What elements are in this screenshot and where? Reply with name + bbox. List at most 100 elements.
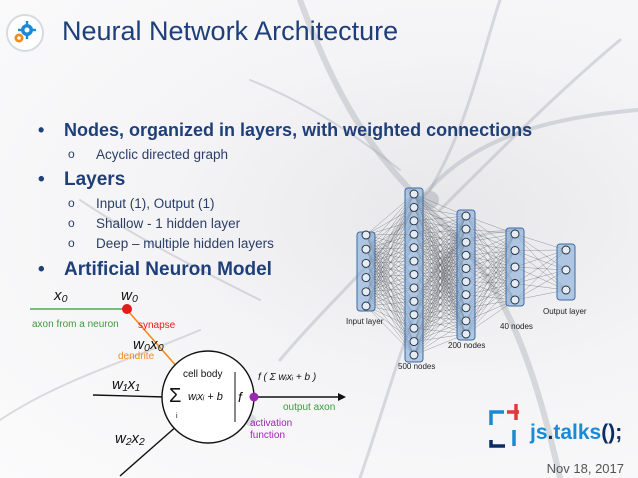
bullet-nodes: • Nodes, organized in layers, with weigh… bbox=[38, 120, 533, 141]
brand-paren: (); bbox=[601, 421, 623, 444]
activation-f: f bbox=[238, 389, 244, 405]
network-node bbox=[409, 229, 419, 239]
sub-bullet-label: Deep – multiple hidden layers bbox=[96, 236, 274, 251]
network-node bbox=[510, 295, 520, 305]
network-node bbox=[409, 243, 419, 253]
network-node bbox=[409, 189, 419, 199]
brand-js: js bbox=[530, 421, 548, 444]
slide-date: Nov 18, 2017 bbox=[546, 461, 624, 476]
network-node bbox=[409, 296, 419, 306]
network-node bbox=[510, 262, 520, 272]
network-node bbox=[361, 273, 371, 283]
network-node bbox=[561, 265, 571, 275]
network-node bbox=[561, 245, 571, 255]
network-node bbox=[361, 258, 371, 268]
brand-dot: . bbox=[547, 421, 554, 444]
network-node bbox=[461, 237, 471, 247]
synapse-dot bbox=[122, 304, 132, 314]
network-node bbox=[409, 256, 419, 266]
network-node bbox=[409, 337, 419, 347]
network-node bbox=[361, 244, 371, 254]
network-node bbox=[409, 310, 419, 320]
sum-formula: wᵢxᵢ + b bbox=[188, 391, 223, 403]
sub-bullet-input-output: o Input (1), Output (1) bbox=[68, 196, 215, 211]
network-node bbox=[361, 230, 371, 240]
dendrite-line bbox=[127, 310, 179, 369]
w2x2-label: w₂x₂ bbox=[115, 430, 145, 447]
bullet-dot-icon: • bbox=[38, 259, 45, 280]
function-label: function bbox=[250, 430, 285, 441]
w1x1-label: w₁x₁ bbox=[112, 376, 140, 393]
bullet-neuron-model: • Artificial Neuron Model bbox=[38, 259, 272, 281]
output-layer-label: Output layer bbox=[543, 307, 587, 316]
circle-bullet-icon: o bbox=[68, 196, 75, 210]
gear-icon bbox=[14, 21, 36, 43]
network-node bbox=[461, 224, 471, 234]
network-node bbox=[409, 202, 419, 212]
hidden3-label: 40 nodes bbox=[500, 322, 533, 331]
network-node bbox=[409, 283, 419, 293]
circle-bullet-icon: o bbox=[68, 147, 75, 161]
activation-dot bbox=[249, 392, 259, 402]
network-node bbox=[409, 323, 419, 333]
network-node bbox=[461, 303, 471, 313]
w0x0-label: w₀x₀ bbox=[133, 336, 164, 353]
activation-label: activation bbox=[250, 418, 292, 429]
bullet-label: Artificial Neuron Model bbox=[64, 259, 272, 280]
network-node bbox=[461, 211, 471, 221]
output-axon-label: output axon bbox=[283, 402, 335, 413]
axon-label: axon from a neuron bbox=[32, 319, 119, 330]
hidden2-label: 200 nodes bbox=[448, 341, 485, 350]
bullet-label: Layers bbox=[64, 169, 126, 190]
layer-box bbox=[456, 209, 476, 341]
cell-body-label: cell body bbox=[183, 369, 222, 380]
bullet-dot-icon: • bbox=[38, 169, 45, 190]
network-node bbox=[361, 301, 371, 311]
circle-bullet-icon: o bbox=[68, 216, 75, 230]
dendrite-label: dendrite bbox=[118, 351, 155, 362]
circle-bullet-icon: o bbox=[68, 236, 75, 250]
sigma-symbol: Σ bbox=[169, 385, 181, 407]
network-node bbox=[461, 316, 471, 326]
brand-bracket-icon bbox=[489, 404, 519, 448]
bullet-layers: • Layers bbox=[38, 169, 126, 191]
gear-logo-icon bbox=[6, 14, 44, 52]
sub-bullet-acyclic: o Acyclic directed graph bbox=[68, 147, 229, 162]
brand-talks: talks bbox=[553, 421, 602, 444]
network-node bbox=[461, 277, 471, 287]
input-layer-label: Input layer bbox=[346, 317, 384, 326]
network-node bbox=[510, 246, 520, 255]
bullet-label: Nodes, organized in layers, with weighte… bbox=[64, 120, 533, 140]
output-arrow-icon bbox=[338, 393, 346, 401]
input-w2-line bbox=[119, 424, 179, 477]
sigma-index: i bbox=[176, 413, 178, 420]
network-node bbox=[461, 250, 471, 260]
bullet-dot-icon: • bbox=[38, 120, 45, 140]
network-node bbox=[409, 350, 419, 360]
x0-label: x₀ bbox=[53, 287, 68, 304]
network-node bbox=[510, 279, 520, 288]
sub-bullet-label: Acyclic directed graph bbox=[96, 147, 229, 162]
sub-bullet-deep: o Deep – multiple hidden layers bbox=[68, 236, 274, 251]
slide-title: Neural Network Architecture bbox=[62, 16, 399, 46]
network-node bbox=[361, 287, 371, 297]
network-node bbox=[461, 290, 471, 300]
network-node bbox=[409, 270, 419, 279]
sub-bullet-label: Shallow - 1 hidden layer bbox=[96, 216, 241, 231]
brand-text: js.talks(); bbox=[530, 421, 622, 445]
network-node bbox=[409, 216, 419, 226]
network-node bbox=[561, 285, 571, 295]
input-w1-line bbox=[92, 394, 166, 398]
w0-label: w₀ bbox=[121, 287, 138, 304]
sub-bullet-shallow: o Shallow - 1 hidden layer bbox=[68, 216, 241, 231]
hidden1-label: 500 nodes bbox=[398, 362, 435, 371]
sub-bullet-label: Input (1), Output (1) bbox=[96, 196, 215, 211]
network-node bbox=[461, 263, 471, 273]
synapse-label: synapse bbox=[138, 320, 176, 331]
output-formula: f ( Σ wᵢxᵢ + b ) bbox=[258, 372, 316, 383]
network-node bbox=[461, 329, 471, 339]
